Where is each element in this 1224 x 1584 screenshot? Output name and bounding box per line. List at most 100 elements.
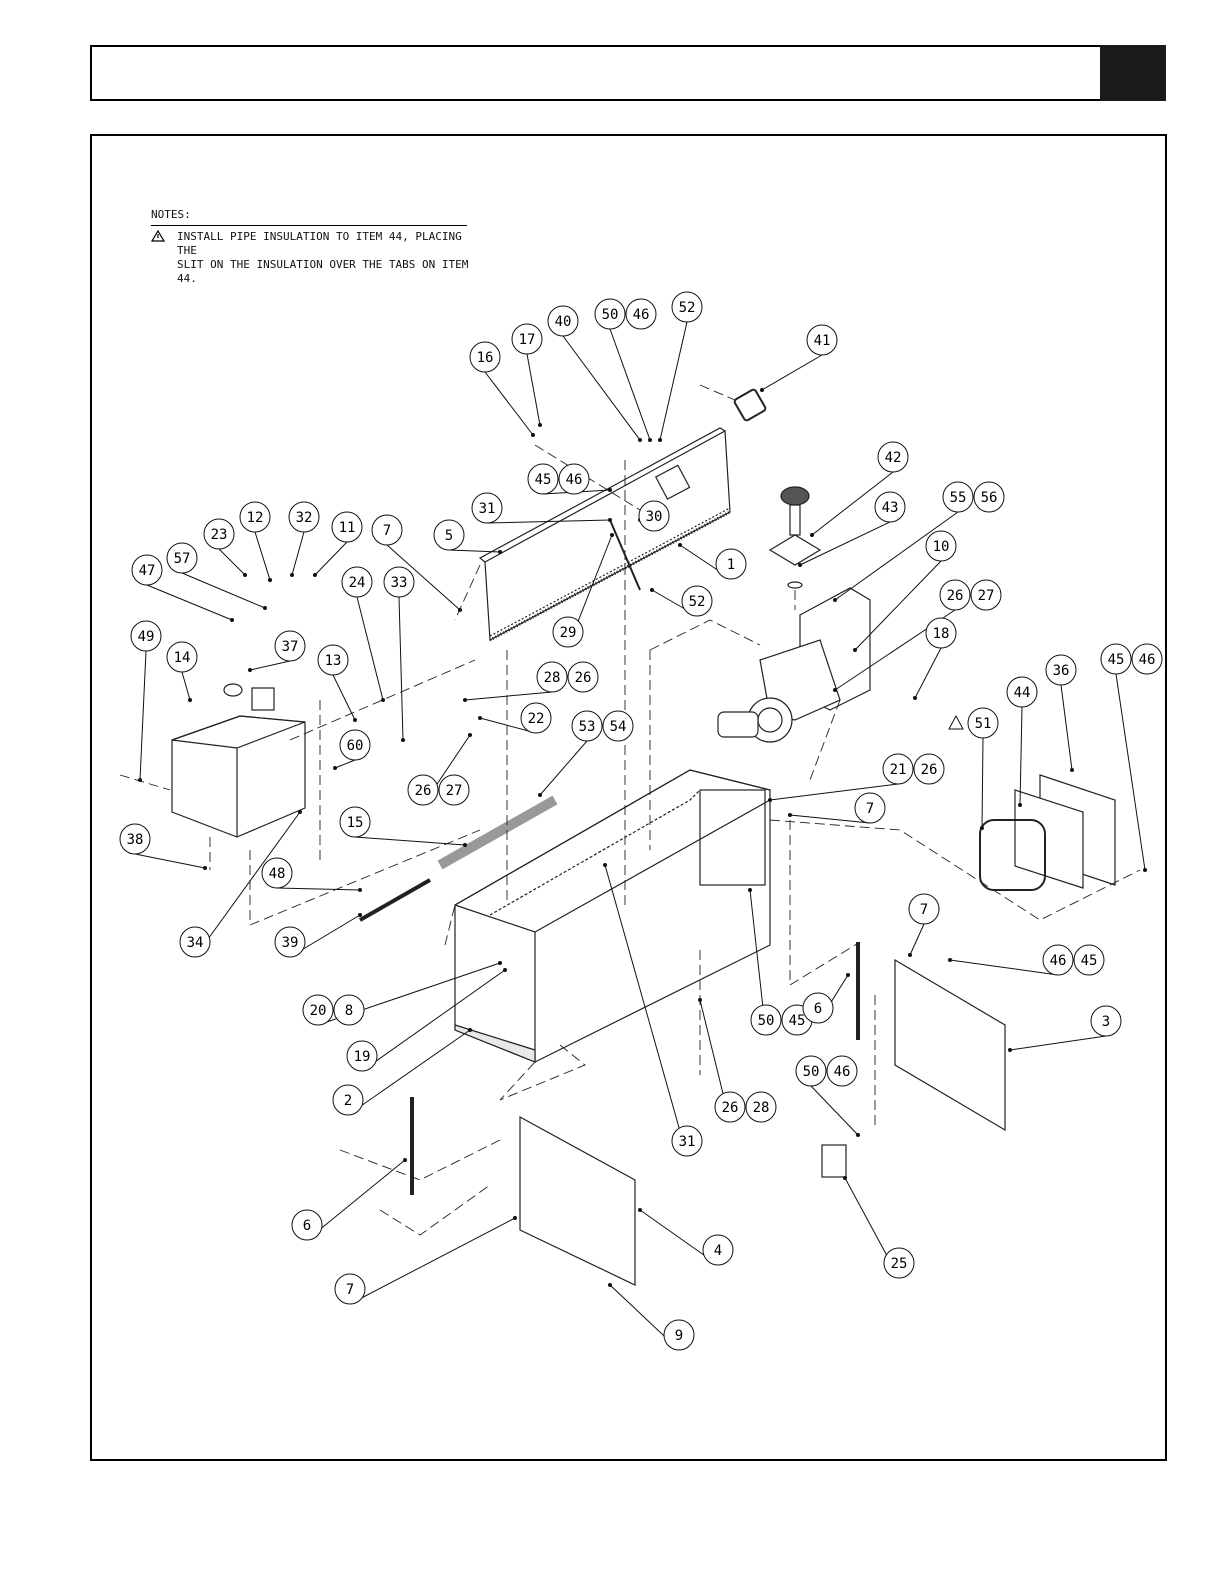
leader-line <box>254 531 271 581</box>
callout-c22: 22 <box>478 702 552 734</box>
leader-arrow <box>833 688 837 692</box>
callout-bubble <box>625 298 657 330</box>
callout-bubble <box>383 566 415 598</box>
callout-label: 46 <box>566 472 583 488</box>
callout-bubble <box>882 753 914 785</box>
callout-c33: 33 <box>383 566 415 742</box>
leader-arrow <box>298 810 302 814</box>
callout-label: 45 <box>1108 652 1125 668</box>
callout-bubble <box>925 617 957 649</box>
leader-arrow <box>638 438 642 442</box>
callout-c41: 41 <box>760 324 838 392</box>
callout-label: 42 <box>885 450 902 466</box>
leader-arrow <box>608 488 612 492</box>
callout-label: 38 <box>127 832 144 848</box>
callout-bubble <box>166 641 198 673</box>
note-text: INSTALL PIPE INSULATION TO ITEM 44, PLAC… <box>177 230 469 285</box>
cabinet-2 <box>454 769 771 1063</box>
callout-bubble <box>552 616 584 648</box>
leader-line <box>347 1029 471 1116</box>
callout-c15: 15 <box>339 806 467 847</box>
leader-arrow <box>843 1176 847 1180</box>
leader-line <box>811 471 894 536</box>
callout-bubble <box>702 1234 734 1266</box>
callout-c17: 17 <box>511 323 543 427</box>
leader-arrow <box>608 518 612 522</box>
callout-bubble <box>339 806 371 838</box>
callout-c49: 49 <box>130 620 162 782</box>
leader-arrow <box>463 843 467 847</box>
callout-bubble <box>571 710 603 742</box>
leader-arrow <box>203 866 207 870</box>
leader-line <box>334 759 356 769</box>
leader-line <box>398 596 404 741</box>
leader-arrow <box>788 813 792 817</box>
callout-c25: 25 <box>843 1176 915 1279</box>
callout-label: 1 <box>727 557 735 573</box>
callout-label: 40 <box>555 314 572 330</box>
callout-c10: 10 <box>853 530 957 652</box>
pipe-15 <box>437 795 558 870</box>
callout-c7-lower: 7 <box>334 1216 517 1305</box>
callout-label: 47 <box>139 563 156 579</box>
leader-line <box>479 717 537 734</box>
callout-bubble <box>131 554 163 586</box>
leader-line <box>464 691 553 701</box>
callout-bubble <box>261 857 293 889</box>
leader-line <box>194 811 301 958</box>
leader-arrow <box>1018 803 1022 807</box>
callout-bubble <box>291 1209 323 1241</box>
callout-bubble <box>802 992 834 1024</box>
callout-label: 31 <box>679 1134 696 1150</box>
leader-arrow <box>856 1133 860 1137</box>
callout-label: 28 <box>544 670 561 686</box>
leader-arrow <box>263 606 267 610</box>
leader-arrow <box>358 913 362 917</box>
callout-bubble <box>745 1091 777 1123</box>
callout-label: 9 <box>675 1328 683 1344</box>
leader-arrow <box>333 766 337 770</box>
callout-bubble <box>874 491 906 523</box>
callout-label: 60 <box>347 738 364 754</box>
leader-line <box>769 783 899 801</box>
callout-label: 13 <box>325 653 342 669</box>
top-panel-5 <box>484 430 731 641</box>
leader-line <box>789 814 871 824</box>
leader-line <box>181 671 191 701</box>
callout-bubble <box>239 501 271 533</box>
leader-arrow <box>768 798 772 802</box>
callout-label: 51 <box>975 716 992 732</box>
callout-c19: 19 <box>346 968 507 1072</box>
callout-label: 26 <box>415 783 432 799</box>
leader-arrow <box>468 733 472 737</box>
callout-c34: 34 <box>179 810 302 958</box>
leader-arrow <box>1008 1048 1012 1052</box>
callout-bubble <box>883 1247 915 1279</box>
callout-label: 29 <box>560 625 577 641</box>
callout-bubble <box>715 548 747 580</box>
callout-label: 25 <box>891 1256 908 1272</box>
callout-bubble <box>1073 944 1105 976</box>
callout-bubble <box>1090 1005 1122 1037</box>
tank-14 <box>171 715 306 838</box>
callout-c6-right: 6 <box>802 973 850 1024</box>
callout-bubble <box>973 481 1005 513</box>
callout-label: 27 <box>446 783 463 799</box>
callout-label: 48 <box>269 866 286 882</box>
callout-c7-mid: 7 <box>788 792 886 824</box>
leader-arrow <box>853 648 857 652</box>
callout-label: 50 <box>602 307 619 323</box>
callout-bubble <box>942 481 974 513</box>
callout-bubble <box>332 1084 364 1116</box>
callout-c11: 11 <box>313 511 363 577</box>
callout-bubble <box>547 305 579 337</box>
leader-arrow <box>381 698 385 702</box>
callout-bubble <box>536 661 568 693</box>
callout-label: 26 <box>722 1100 739 1116</box>
callout-label: 27 <box>978 588 995 604</box>
